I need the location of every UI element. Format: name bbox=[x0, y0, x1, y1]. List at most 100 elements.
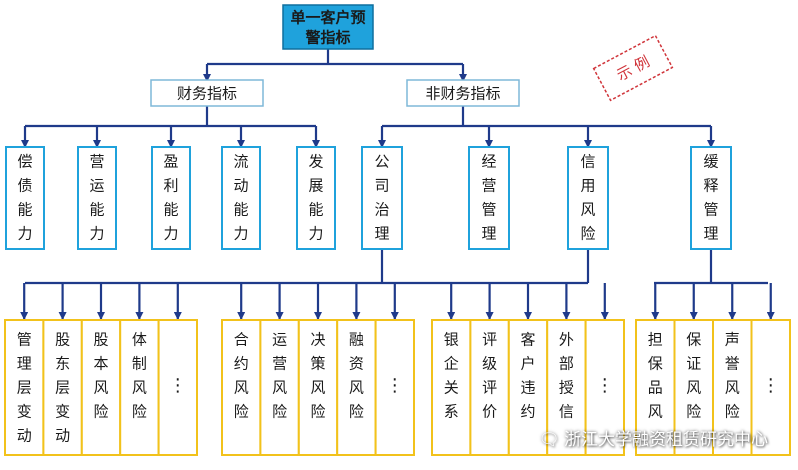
svg-text:约: 约 bbox=[234, 355, 249, 373]
svg-text:能: 能 bbox=[89, 201, 104, 219]
svg-text:流: 流 bbox=[233, 153, 248, 171]
leaf-box bbox=[712, 319, 753, 456]
leaf-box bbox=[297, 319, 339, 456]
svg-text:制: 制 bbox=[132, 355, 147, 373]
svg-text:东: 东 bbox=[55, 355, 70, 373]
svg-text:债: 债 bbox=[17, 177, 32, 195]
fin-child-box bbox=[221, 146, 261, 250]
svg-text:治: 治 bbox=[374, 201, 389, 219]
fin-child-box bbox=[77, 146, 117, 250]
fin-child-box bbox=[5, 146, 45, 250]
nonfin-child-box bbox=[468, 146, 510, 250]
leaf-box bbox=[157, 319, 199, 456]
leaf-box bbox=[507, 319, 549, 456]
svg-text:融: 融 bbox=[349, 331, 364, 349]
leaf-box bbox=[119, 319, 160, 456]
svg-text:风: 风 bbox=[580, 201, 595, 219]
svg-text:外: 外 bbox=[559, 331, 574, 349]
svg-text:违: 违 bbox=[520, 379, 535, 397]
svg-text:缓: 缓 bbox=[703, 153, 718, 171]
svg-text:力: 力 bbox=[163, 225, 178, 243]
svg-text:体: 体 bbox=[132, 331, 147, 349]
svg-text:声: 声 bbox=[725, 331, 740, 349]
svg-text:层: 层 bbox=[55, 379, 70, 397]
svg-text:授: 授 bbox=[559, 379, 574, 397]
svg-text:信: 信 bbox=[559, 403, 574, 421]
svg-text:资: 资 bbox=[349, 355, 364, 373]
leaf-box bbox=[221, 319, 262, 456]
svg-text:管: 管 bbox=[703, 201, 718, 219]
svg-text:本: 本 bbox=[93, 355, 108, 373]
svg-text:风: 风 bbox=[725, 379, 740, 397]
leaf-ellipsis: ⋮ bbox=[386, 375, 404, 396]
svg-text:策: 策 bbox=[310, 355, 325, 373]
svg-text:司: 司 bbox=[374, 177, 389, 195]
svg-text:险: 险 bbox=[234, 403, 249, 421]
nonfin-child-box bbox=[567, 146, 609, 250]
leaf-box bbox=[336, 319, 377, 456]
svg-text:理: 理 bbox=[17, 355, 32, 373]
svg-text:力: 力 bbox=[17, 225, 32, 243]
svg-text:险: 险 bbox=[272, 403, 287, 421]
svg-text:保: 保 bbox=[686, 331, 701, 349]
svg-text:评: 评 bbox=[482, 331, 497, 349]
root-node-box bbox=[282, 4, 374, 50]
svg-text:力: 力 bbox=[89, 225, 104, 243]
svg-text:变: 变 bbox=[55, 403, 70, 421]
svg-text:评: 评 bbox=[482, 379, 497, 397]
svg-text:风: 风 bbox=[648, 403, 663, 421]
svg-text:风: 风 bbox=[93, 379, 108, 397]
leaf-box bbox=[584, 319, 625, 456]
svg-text:发: 发 bbox=[308, 153, 323, 171]
wechat-icon: 🗨 bbox=[538, 430, 560, 450]
svg-text:股: 股 bbox=[55, 331, 70, 349]
svg-text:价: 价 bbox=[482, 403, 497, 421]
svg-text:担: 担 bbox=[648, 331, 663, 349]
svg-text:约: 约 bbox=[520, 403, 535, 421]
svg-text:管: 管 bbox=[481, 201, 496, 219]
level2-label-fin: 财务指标 bbox=[177, 85, 237, 103]
svg-text:合: 合 bbox=[234, 331, 249, 349]
leaf-box bbox=[469, 319, 510, 456]
svg-text:险: 险 bbox=[310, 403, 325, 421]
svg-text:客: 客 bbox=[520, 331, 535, 349]
svg-text:风: 风 bbox=[310, 379, 325, 397]
svg-text:力: 力 bbox=[233, 225, 248, 243]
svg-text:运: 运 bbox=[89, 177, 104, 195]
svg-text:级: 级 bbox=[482, 355, 497, 373]
svg-text:营: 营 bbox=[89, 153, 104, 171]
sample-stamp-text: 示 例 bbox=[614, 52, 653, 84]
svg-text:风: 风 bbox=[234, 379, 249, 397]
svg-text:展: 展 bbox=[308, 177, 323, 195]
svg-text:用: 用 bbox=[580, 177, 595, 195]
svg-text:决: 决 bbox=[310, 331, 325, 349]
svg-text:理: 理 bbox=[374, 225, 389, 243]
level2-node-fin bbox=[150, 79, 264, 107]
svg-text:管: 管 bbox=[17, 331, 32, 349]
level2-label-nonfin: 非财务指标 bbox=[425, 85, 500, 103]
svg-text:变: 变 bbox=[17, 403, 32, 421]
svg-text:险: 险 bbox=[349, 403, 364, 421]
root-node-label-line2: 警指标 bbox=[304, 29, 350, 47]
svg-text:经: 经 bbox=[481, 153, 496, 171]
svg-text:能: 能 bbox=[233, 201, 248, 219]
svg-text:保: 保 bbox=[648, 355, 663, 373]
svg-text:险: 险 bbox=[686, 403, 701, 421]
watermark-text: 浙江大学融资租赁研究中心 bbox=[564, 430, 768, 450]
svg-text:股: 股 bbox=[93, 331, 108, 349]
